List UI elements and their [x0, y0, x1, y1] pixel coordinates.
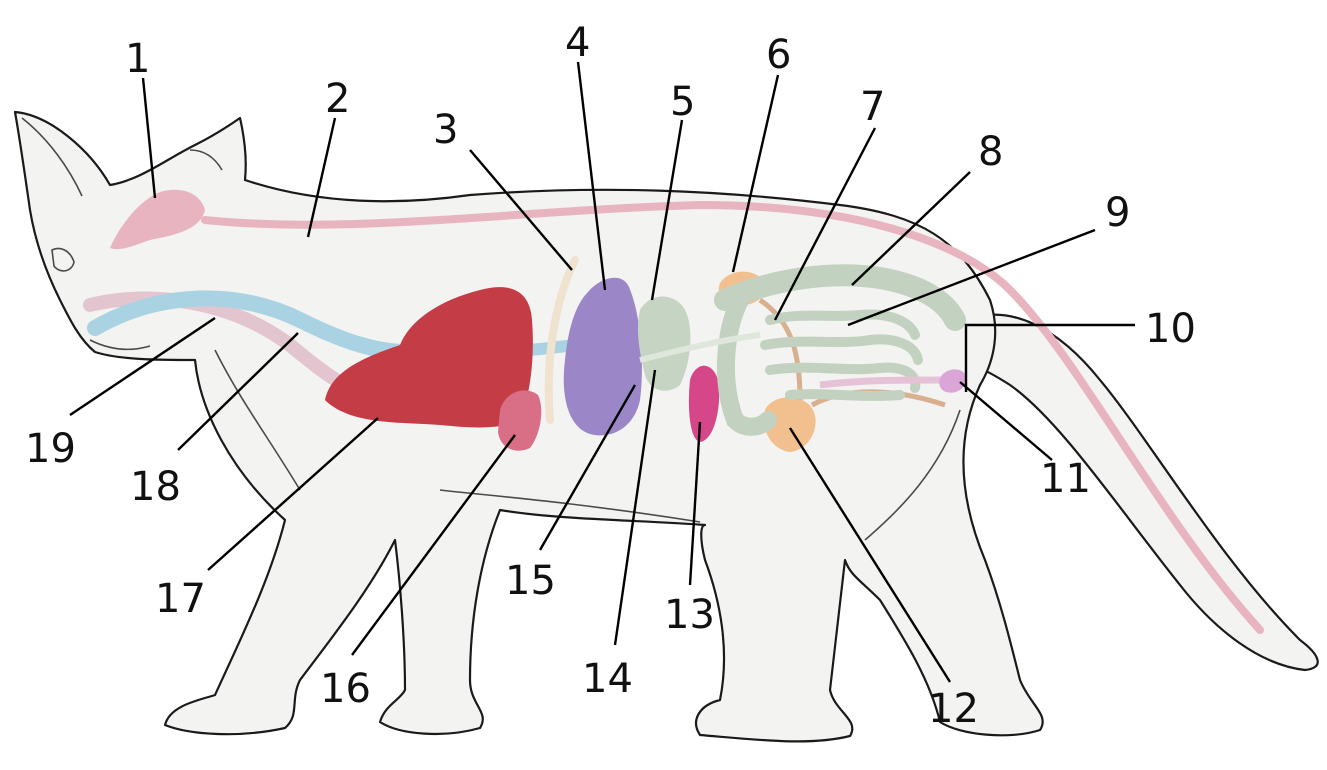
- label-11: 11: [1040, 456, 1091, 502]
- label-13: 13: [664, 592, 715, 638]
- label-12: 12: [928, 686, 979, 732]
- label-1: 1: [125, 36, 150, 82]
- label-16: 16: [320, 666, 371, 712]
- stomach: [638, 297, 691, 391]
- label-6: 6: [766, 32, 791, 78]
- label-9: 9: [1105, 190, 1130, 236]
- label-4: 4: [565, 20, 590, 66]
- label-10: 10: [1145, 306, 1196, 352]
- label-3: 3: [433, 107, 458, 153]
- label-17: 17: [155, 576, 206, 622]
- label-19: 19: [25, 426, 76, 472]
- label-7: 7: [860, 84, 885, 130]
- label-15: 15: [505, 558, 556, 604]
- label-5: 5: [670, 79, 695, 125]
- label-2: 2: [325, 76, 350, 122]
- cat-tail: [960, 315, 1318, 670]
- label-18: 18: [130, 464, 181, 510]
- label-8: 8: [978, 129, 1003, 175]
- label-14: 14: [582, 656, 633, 702]
